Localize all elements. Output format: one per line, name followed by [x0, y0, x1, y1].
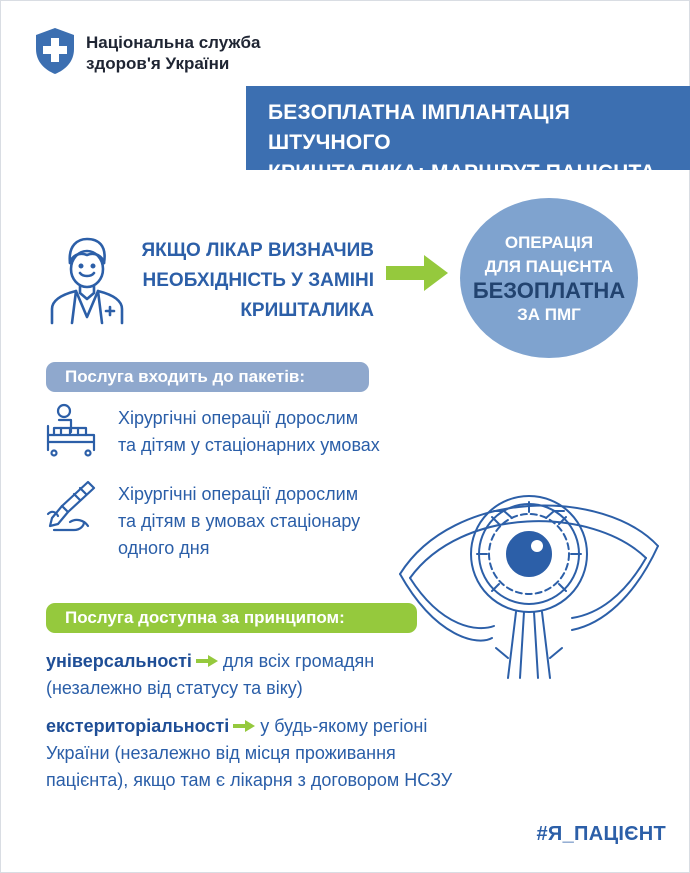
- circle-line1: ОПЕРАЦІЯ: [504, 233, 594, 252]
- title-banner: [246, 86, 690, 170]
- condition-line1: ЯКЩО ЛІКАР ВИЗНАЧИВ: [141, 240, 374, 261]
- package-item-day-stay: Хірургічні операції дорослим та дітям в …: [118, 481, 360, 562]
- organization-name: Національна служба здоров'я України: [86, 32, 260, 74]
- principle-desc: для всіх громадян: [222, 651, 375, 671]
- principle-universal-line2: (незалежно від статусу та віку): [46, 678, 303, 698]
- package-item-line: та дітям в умовах стаціонару: [118, 511, 361, 531]
- org-name-line1: Національна служба: [86, 33, 261, 52]
- package-item-line: Хірургічні операції дорослим: [118, 484, 359, 504]
- shield-cross-icon: [36, 28, 74, 74]
- principle-term: універсальності: [46, 651, 192, 671]
- arrow-right-icon: [386, 255, 448, 291]
- principles-heading: Послуга доступна за принципом:: [46, 603, 417, 633]
- package-item-line: одного дня: [118, 538, 210, 558]
- package-item-line: Хірургічні операції дорослим: [118, 408, 359, 428]
- package-item-inpatient: Хірургічні операції дорослим та дітям у …: [118, 405, 380, 459]
- eye-lens-icon: [399, 495, 659, 679]
- principle-extra-line2: України (незалежно від місця проживання: [46, 743, 396, 763]
- package-item-line: та дітям у стаціонарних умовах: [118, 435, 380, 455]
- principle-extra-line1: екстериторіальності у будь-якому регіоні: [46, 713, 452, 740]
- condition-line2: НЕОБХІДНІСТЬ У ЗАМІНІ: [142, 270, 374, 291]
- condition-text: ЯКЩО ЛІКАР ВИЗНАЧИВ НЕОБХІДНІСТЬ У ЗАМІН…: [138, 236, 374, 326]
- title-line2: КРИШТАЛИКА: МАРШРУТ ПАЦІЄНТА: [268, 161, 656, 184]
- principle-extra-line3: пацієнта), якщо там є лікарня з договоро…: [46, 770, 453, 790]
- principle-universal: універсальності для всіх громадян (незале…: [46, 648, 374, 702]
- hospital-bed-icon: [46, 403, 96, 457]
- scalpel-hand-icon: [46, 480, 96, 532]
- circle-line3: БЕЗОПЛАТНА: [472, 278, 626, 303]
- principle-term: екстериторіальності: [46, 716, 230, 736]
- doctor-icon: [50, 237, 124, 325]
- condition-line3: КРИШТАЛИКА: [240, 300, 374, 321]
- circle-line2: ДЛЯ ПАЦІЄНТА: [484, 257, 614, 276]
- packages-heading: Послуга входить до пакетів:: [46, 362, 369, 392]
- circle-line4: ЗА ПМГ: [517, 305, 581, 324]
- org-name-line2: здоров'я України: [86, 54, 230, 73]
- hashtag: #Я_ПАЦІЄНТ: [536, 823, 666, 845]
- free-operation-text: ОПЕРАЦІЯ ДЛЯ ПАЦІЄНТА БЕЗОПЛАТНА ЗА ПМГ: [460, 231, 638, 327]
- principle-desc: у будь-якому регіоні: [260, 716, 428, 736]
- arrow-right-icon: [195, 654, 218, 667]
- title-line1: БЕЗОПЛАТНА ІМПЛАНТАЦІЯ ШТУЧНОГО: [268, 101, 571, 154]
- principle-universal-line1: універсальності для всіх громадян: [46, 648, 374, 675]
- arrow-right-icon: [233, 719, 256, 732]
- free-operation-circle: [460, 198, 638, 358]
- page-title: БЕЗОПЛАТНА ІМПЛАНТАЦІЯ ШТУЧНОГО КРИШТАЛИ…: [268, 98, 688, 188]
